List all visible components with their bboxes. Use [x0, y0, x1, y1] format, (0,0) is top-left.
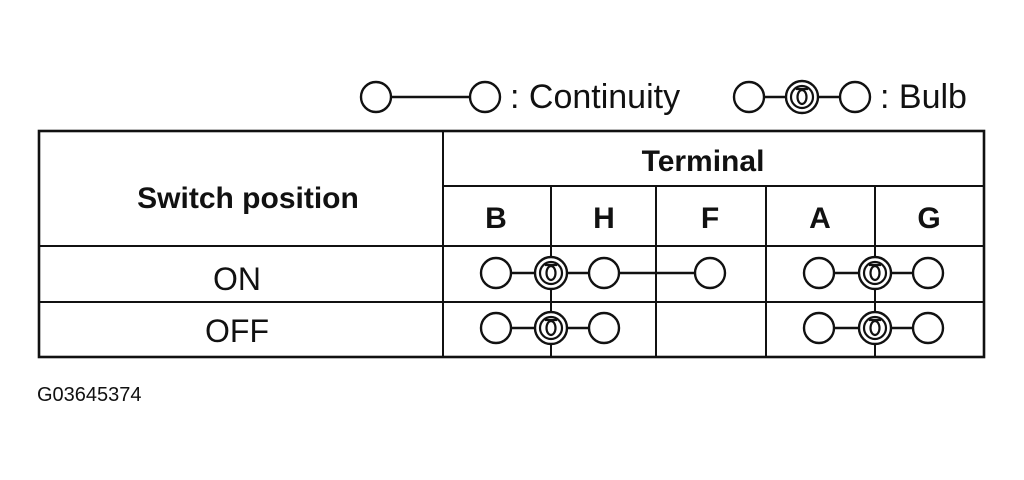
legend-continuity-symbol	[359, 80, 502, 114]
on-row-hf-continuity	[619, 256, 727, 290]
off-row-bh-bulb	[479, 310, 621, 346]
terminal-label-b: B	[485, 202, 507, 235]
terminal-header: Terminal	[642, 145, 765, 178]
legend-continuity-label: : Continuity	[510, 78, 680, 116]
terminal-label-g: G	[917, 202, 940, 235]
on-row-bh-bulb	[479, 255, 621, 291]
figure-code: G03645374	[37, 384, 142, 406]
terminal-label-f: F	[701, 202, 719, 235]
legend-bulb-symbol	[732, 79, 872, 115]
terminal-label-a: A	[809, 202, 831, 235]
table-grid	[37, 129, 986, 359]
row-label-off: OFF	[205, 313, 269, 349]
off-row-ag-bulb	[802, 310, 945, 346]
on-row-ag-bulb	[802, 255, 945, 291]
row-label-on: ON	[213, 261, 261, 297]
terminal-label-h: H	[593, 202, 615, 235]
legend-bulb-label: : Bulb	[880, 78, 967, 116]
switch-position-header: Switch position	[137, 182, 359, 215]
